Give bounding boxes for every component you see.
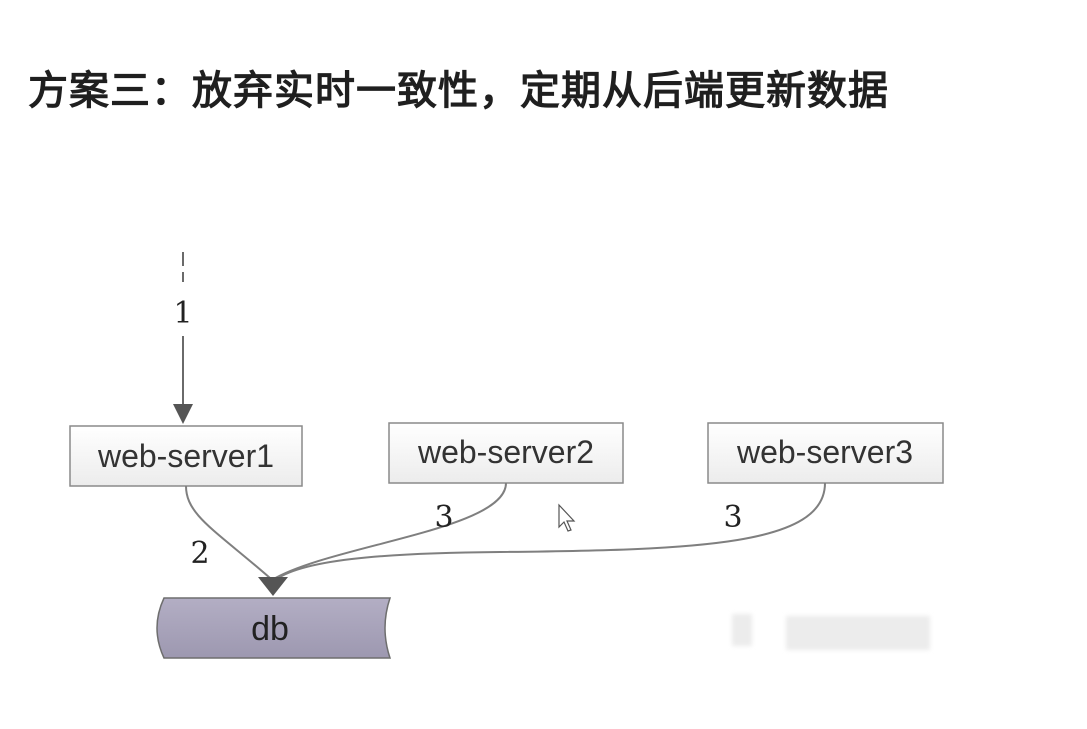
server3-to-db-label: 3 — [723, 500, 742, 535]
db-arrowhead — [258, 577, 288, 596]
page-title: 方案三：放弃实时一致性，定期从后端更新数据 — [28, 68, 889, 114]
db-label: db — [251, 610, 289, 648]
web-server1-node: web-server1 — [69, 425, 303, 487]
server1-to-db-edge — [185, 485, 271, 579]
server2-to-db-label: 3 — [434, 500, 453, 535]
server3-to-db-edge — [273, 482, 826, 582]
db-node: db — [156, 597, 392, 659]
mouse-pointer-icon — [558, 503, 576, 532]
request-step-label: 1 — [173, 296, 192, 331]
server1-to-db-label: 2 — [190, 536, 209, 571]
web-server1-label: web-server1 — [97, 438, 274, 474]
request-arrow — [173, 252, 193, 424]
web-server3-node: web-server3 — [707, 422, 944, 484]
web-server3-label: web-server3 — [736, 434, 913, 470]
web-server2-node: web-server2 — [388, 422, 624, 484]
server2-to-db-edge — [271, 482, 507, 581]
web-server2-label: web-server2 — [417, 434, 594, 470]
